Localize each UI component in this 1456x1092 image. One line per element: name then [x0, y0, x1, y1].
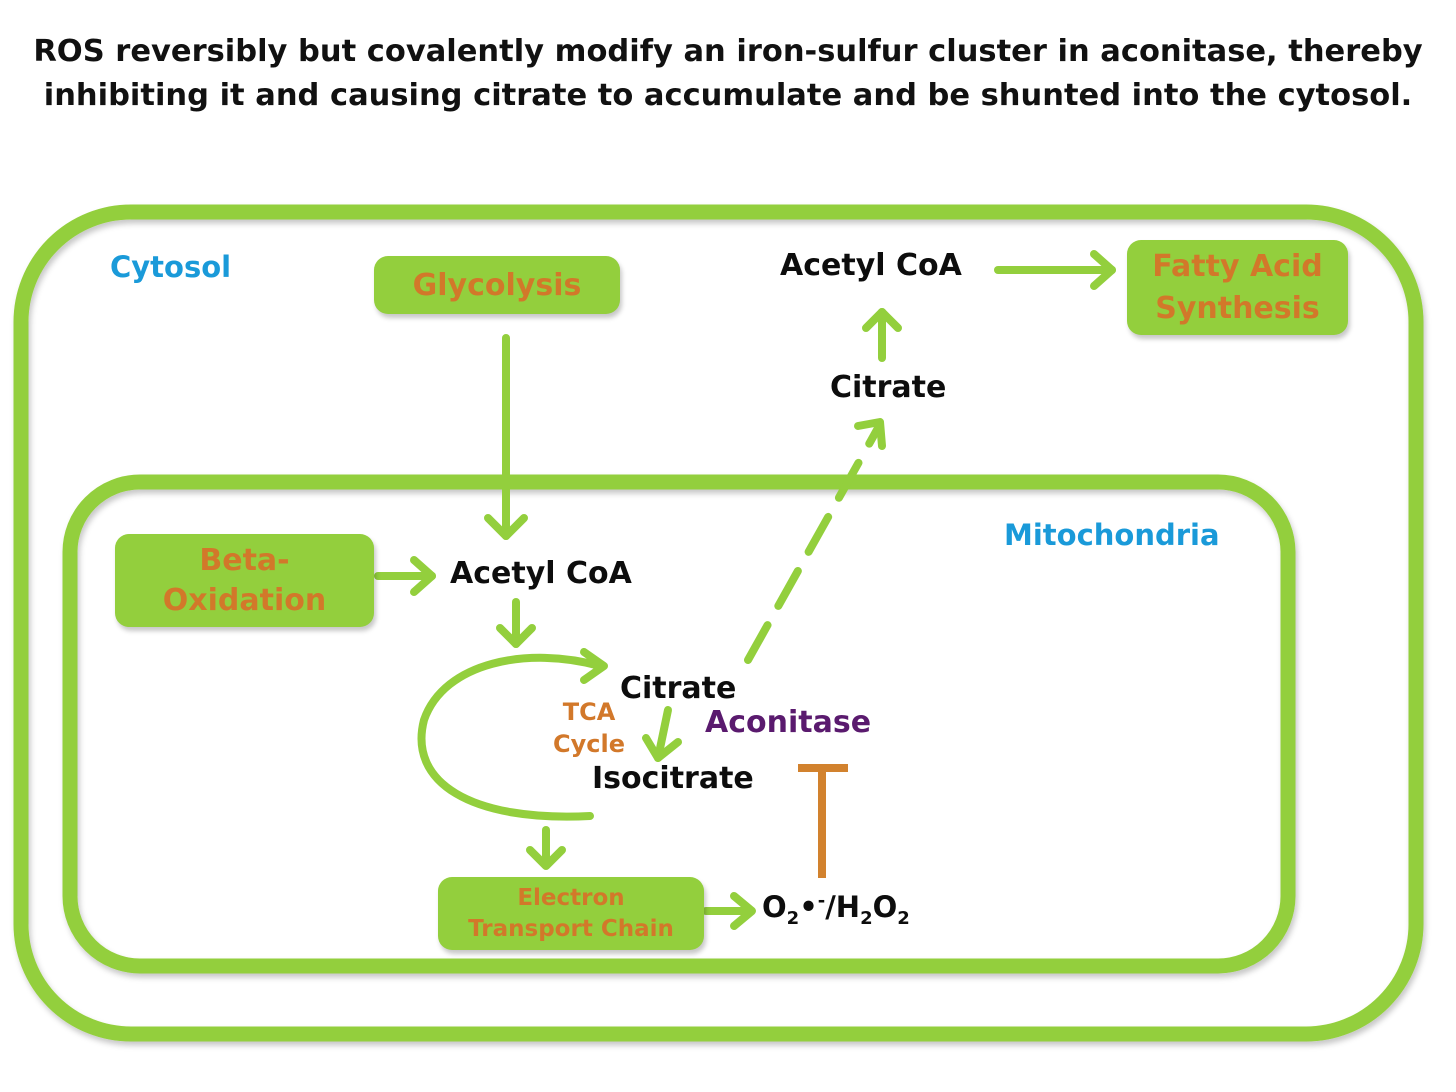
- arrowhead-etc-ros: [730, 892, 756, 930]
- caption-line-2: inhibiting it and causing citrate to acc…: [43, 78, 1413, 113]
- box-etc-line-2: Transport Chain: [468, 915, 674, 942]
- arrowhead-citrate-export: [854, 418, 886, 450]
- metabolite-acetyl-coa-mito: Acetyl CoA: [450, 556, 632, 591]
- box-beta-ox-line-2: Oxidation: [162, 582, 327, 618]
- box-fatty-acid-synthesis: Fatty Acid Synthesis: [1127, 240, 1348, 335]
- tca-label-line-2: Cycle: [553, 730, 625, 758]
- metabolite-ros: O2•-/H2O2: [762, 890, 910, 929]
- caption: ROS reversibly but covalently modify an …: [0, 30, 1456, 118]
- tca-cycle-loop: [417, 653, 604, 821]
- box-fas-line-2: Synthesis: [1155, 290, 1320, 326]
- ros-sub-2b: 2: [860, 907, 873, 929]
- arrow-citrate-export-dashed: [744, 424, 882, 664]
- arrowhead-glycolysis: [484, 514, 528, 540]
- metabolite-citrate-cytosol: Citrate: [830, 370, 947, 405]
- metabolite-isocitrate: Isocitrate: [592, 761, 754, 796]
- enzyme-aconitase: Aconitase: [705, 705, 872, 740]
- arrowhead-acetyl-coa-tca: [496, 624, 536, 648]
- region-label-mitochondria: Mitochondria: [1004, 518, 1220, 552]
- ros-sup-minus: -: [817, 890, 826, 912]
- box-glycolysis: Glycolysis: [374, 256, 620, 314]
- arrowhead-tca-etc: [526, 846, 566, 870]
- box-glycolysis-label: Glycolysis: [412, 267, 582, 303]
- box-beta-oxidation: Beta- Oxidation: [115, 534, 374, 627]
- ros-dot: •: [799, 890, 818, 924]
- tca-cycle-arrowhead: [580, 648, 608, 684]
- arrowhead-citrate-isocitrate: [642, 734, 682, 762]
- cell-membrane: [13, 204, 1424, 1042]
- inhibition-symbol: [798, 764, 848, 878]
- arrowhead-beta-ox: [410, 556, 436, 596]
- region-label-cytosol: Cytosol: [110, 250, 232, 284]
- mitochondrial-membrane: [62, 474, 1296, 974]
- box-electron-transport-chain: Electron Transport Chain: [438, 877, 704, 950]
- tca-label-line-1: TCA: [562, 698, 616, 726]
- arrowhead-citrate-acetyl-coa: [862, 308, 902, 332]
- ros-o: O: [762, 890, 787, 924]
- metabolite-acetyl-coa-cytosol: Acetyl CoA: [780, 248, 962, 283]
- ros-o2: O: [872, 890, 898, 924]
- ros-sub-2a: 2: [786, 907, 800, 929]
- arrowhead-fas: [1090, 250, 1116, 290]
- tca-cycle-label: TCA Cycle: [550, 696, 628, 760]
- arrow-citrate-to-isocitrate: [654, 706, 672, 762]
- box-beta-ox-line-1: Beta-: [199, 542, 290, 578]
- metabolite-citrate-mito: Citrate: [620, 671, 737, 706]
- ros-sub-2c: 2: [897, 907, 910, 929]
- box-etc-line-1: Electron: [517, 884, 625, 911]
- ros-h: /H: [825, 890, 861, 924]
- caption-line-1: ROS reversibly but covalently modify an …: [33, 34, 1423, 69]
- box-fas-line-1: Fatty Acid: [1152, 248, 1323, 284]
